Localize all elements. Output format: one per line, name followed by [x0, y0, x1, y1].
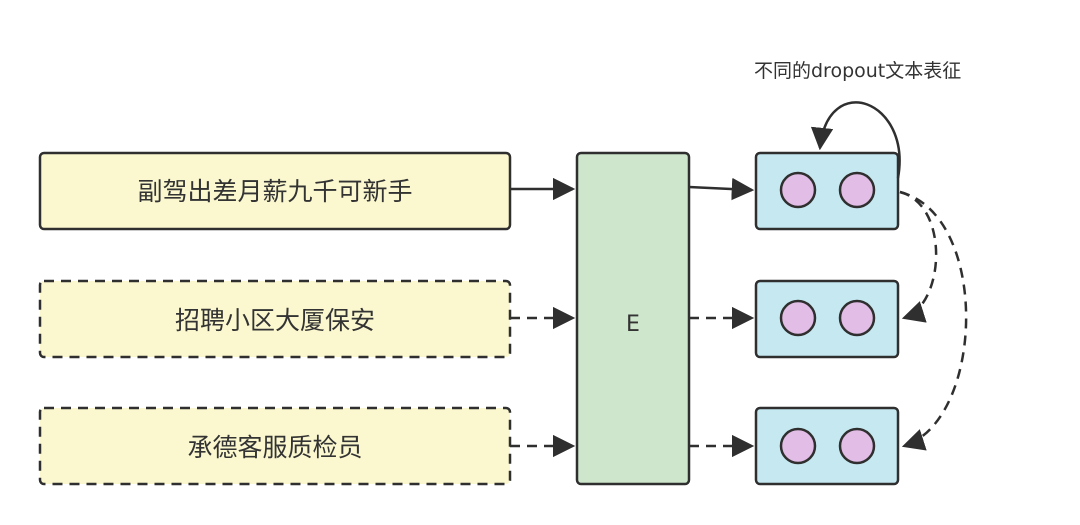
curve-arrow-to-repr-3	[899, 190, 968, 451]
input-box-1: 副驾出差月薪九千可新手	[38, 151, 512, 231]
curve-arrow-to-repr-2	[899, 190, 938, 323]
repr-circle	[838, 171, 876, 209]
repr-circle	[779, 299, 817, 337]
repr-box-1	[754, 151, 900, 231]
arrow-repr-1	[688, 177, 755, 201]
input-text-2: 招聘小区大厦保安	[175, 306, 375, 335]
repr-box-3	[754, 406, 900, 486]
input-box-2: 招聘小区大厦保安	[38, 279, 512, 359]
self-loop-arrow	[810, 101, 901, 179]
repr-circle	[838, 299, 876, 337]
input-text-3: 承德客服质检员	[187, 433, 362, 462]
encoder-label: E	[626, 312, 640, 337]
repr-circle	[838, 427, 876, 465]
dropout-annotation: 不同的dropout文本表征	[754, 60, 961, 82]
repr-circle	[779, 171, 817, 209]
encoder-box: E	[575, 151, 691, 486]
repr-box-2	[754, 279, 900, 359]
input-text-1: 副驾出差月薪九千可新手	[137, 177, 412, 206]
input-box-3: 承德客服质检员	[38, 406, 512, 486]
repr-circle	[779, 427, 817, 465]
